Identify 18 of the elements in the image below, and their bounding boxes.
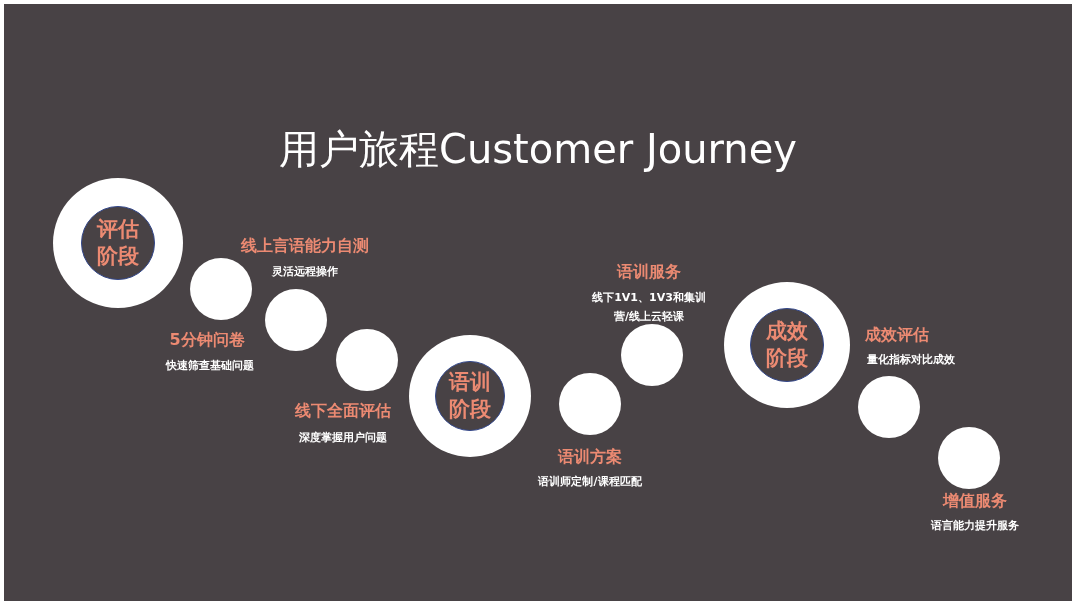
step-title: 5分钟问卷	[169, 330, 245, 351]
step-title: 线下全面评估	[295, 401, 391, 422]
step-description: 灵活远程操作	[271, 264, 339, 280]
step-description: 深度掌握用户问题	[298, 430, 388, 446]
step-description: 量化指标对比成效	[866, 352, 956, 368]
stage-label: 语训阶段	[448, 369, 492, 423]
title: 用户旅程Customer Journey	[278, 125, 798, 174]
step-description: 语训师定制/课程匹配	[537, 474, 643, 490]
step-title: 语训方案	[558, 447, 622, 468]
step-title: 语训服务	[617, 262, 681, 283]
step-description: 语言能力提升服务	[930, 518, 1020, 534]
step-title: 增值服务	[943, 491, 1007, 512]
step-title: 成效评估	[865, 325, 929, 346]
step-title: 线上言语能力自测	[241, 236, 369, 257]
step-description: 线下1V1、1V3和集训营/线上云轻课	[591, 290, 707, 325]
step-description: 快速筛查基础问题	[164, 358, 255, 374]
stage-label: 评估阶段	[96, 216, 140, 270]
stage-label: 成效阶段	[765, 318, 809, 372]
